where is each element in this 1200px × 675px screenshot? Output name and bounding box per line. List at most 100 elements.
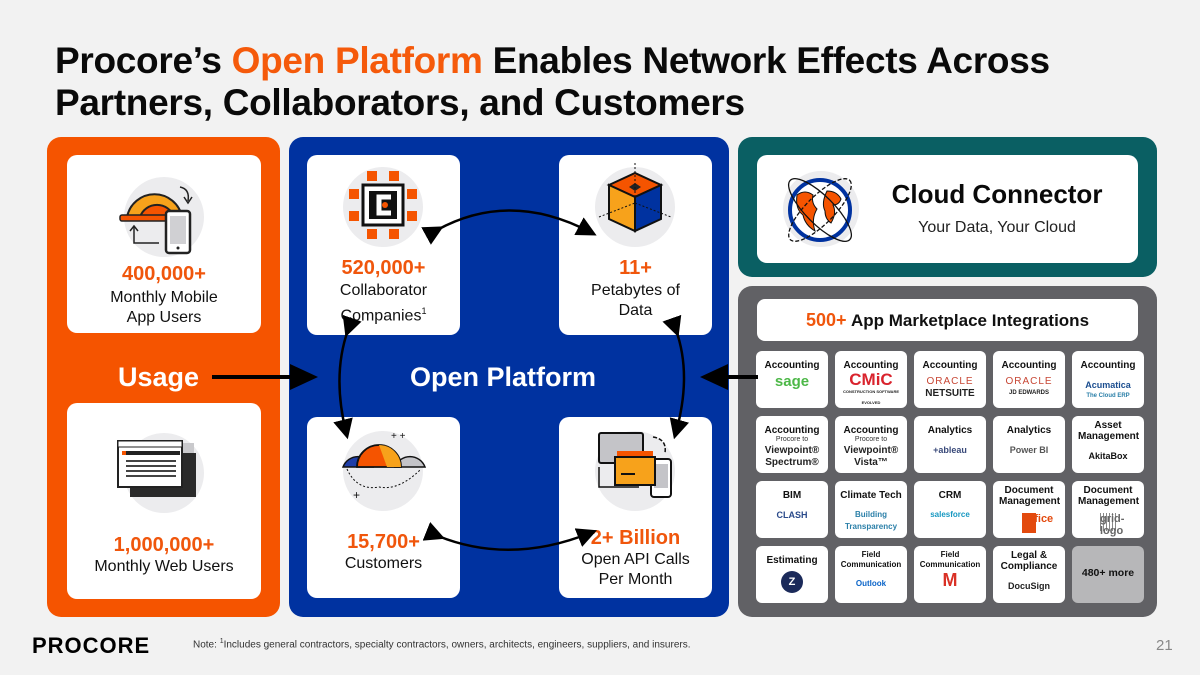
- web-users-card: 1,000,000+ Monthly Web Users: [67, 403, 261, 599]
- mobile-users-card: 400,000+ Monthly Mobile App Users: [67, 155, 261, 333]
- title-prefix: Procore’s: [55, 40, 232, 81]
- integration-logo: ORACLE: [1005, 376, 1053, 387]
- usage-arrow: [212, 364, 318, 390]
- integration-logo: Outlook: [855, 579, 887, 588]
- footnote-sup: 1: [219, 638, 224, 645]
- integration-category: Accounting: [922, 360, 978, 371]
- integration-category: Accounting: [1001, 360, 1057, 371]
- marketplace-header: 500+ App Marketplace Integrations: [757, 299, 1138, 341]
- marketplace-count: 500+: [805, 310, 847, 330]
- web-users-value: 1,000,000+: [113, 534, 215, 556]
- hardhat-mobile-icon: [119, 186, 193, 255]
- data-value: 11+: [619, 257, 652, 279]
- integration-logo: ORACLE: [926, 376, 974, 387]
- integration-logo-sub: The Cloud ERP: [1086, 393, 1130, 399]
- cloud-connector-card: Cloud Connector Your Data, Your Cloud: [757, 155, 1138, 263]
- customers-value: 15,700+: [347, 531, 420, 553]
- customers-api-arrow: [422, 522, 597, 552]
- integration-category: Field Communication: [919, 550, 981, 569]
- api-calls-card: 2+ Billion Open API Calls Per Month: [559, 417, 712, 598]
- integration-logo: DocuSign: [1008, 581, 1050, 591]
- integration-logo-sub: JD EDWARDS: [1008, 390, 1049, 396]
- marketplace-arrow: [700, 364, 758, 390]
- integration-logo: M: [942, 570, 958, 590]
- collab-data-arrow: [421, 209, 597, 245]
- integration-category: Field Communication: [840, 550, 902, 569]
- svg-text:+: +: [353, 488, 360, 502]
- api-calls-label-1: Open API Calls: [581, 551, 690, 568]
- integration-logo: Building Transparency: [844, 510, 898, 531]
- footnote-text: Includes general contractors, specialty …: [223, 639, 691, 651]
- svg-text:+ +: + +: [391, 431, 406, 442]
- data-api-arrow: [662, 314, 690, 440]
- integration-logo: sage: [774, 373, 810, 390]
- integration-logo-sub: Spectrum®: [765, 457, 819, 468]
- mobile-users-value: 400,000+: [122, 263, 206, 285]
- open-platform-label: Open Platform: [410, 362, 597, 392]
- integration-tile[interactable]: Accounting sage: [756, 351, 828, 408]
- integration-category: Accounting: [843, 360, 899, 371]
- integration-category: Climate Tech: [840, 490, 902, 501]
- integration-category: Estimating: [766, 555, 818, 566]
- devices-sync-icon: [598, 432, 672, 498]
- globe-orbit-icon: [788, 178, 852, 242]
- integration-logo: Viewpoint®: [843, 445, 899, 456]
- integration-logo: Viewpoint®: [764, 445, 820, 456]
- data-card: 11+ Petabytes of Data: [559, 155, 712, 335]
- integration-logo: AkitaBox: [1088, 451, 1128, 461]
- integration-note: Procore to: [854, 436, 888, 443]
- integration-logo: Acumatica: [1085, 380, 1131, 390]
- browser-window-icon: [117, 440, 196, 497]
- integration-logo: Power BI: [1009, 445, 1049, 455]
- integration-category: Accounting: [843, 425, 899, 436]
- footnote-prefix: Note:: [193, 639, 220, 651]
- api-calls-label-2: Per Month: [598, 571, 673, 588]
- data-label-2: Data: [618, 302, 653, 319]
- data-label-1: Petabytes of: [591, 282, 680, 299]
- integration-category: Document Management: [999, 485, 1061, 507]
- integration-tile[interactable]: BIM CLASH: [756, 481, 828, 538]
- hardhats-icon: + + +: [341, 431, 427, 502]
- integration-logo-sub: NETSUITE: [925, 388, 975, 399]
- integration-category: BIM: [782, 490, 802, 501]
- integration-logo: CLASH: [776, 510, 808, 520]
- more-integrations-label: 480+ more: [1081, 567, 1135, 579]
- integration-tile[interactable]: Analytics+ableau: [914, 416, 986, 473]
- collaborators-label-1: Collaborator: [339, 282, 428, 299]
- page-number: 21: [1156, 637, 1173, 654]
- integration-category: Accounting: [1080, 360, 1136, 371]
- collaborators-value: 520,000+: [341, 257, 426, 279]
- usage-label: Usage: [118, 362, 200, 392]
- integration-category: Asset Management: [1078, 420, 1140, 442]
- procore-logo: PROCORE: [32, 633, 151, 658]
- more-integrations-tile[interactable]: 480+ more: [1072, 546, 1144, 603]
- integration-logo: Z: [781, 571, 803, 593]
- footnote: Note: 1Includes general contractors, spe…: [193, 638, 690, 650]
- marketplace-title: App Marketplace Integrations: [850, 311, 1090, 330]
- customers-label: Customers: [344, 555, 423, 572]
- integration-logo: salesforce: [930, 510, 970, 519]
- cloud-connector-title: Cloud Connector: [891, 179, 1103, 209]
- integration-category: Legal & Compliance: [1000, 550, 1058, 572]
- footnote-marker: 1: [421, 306, 427, 316]
- chip-icon: [349, 171, 417, 239]
- integration-category: Document Management: [1078, 485, 1140, 507]
- integration-category: Accounting: [764, 360, 820, 371]
